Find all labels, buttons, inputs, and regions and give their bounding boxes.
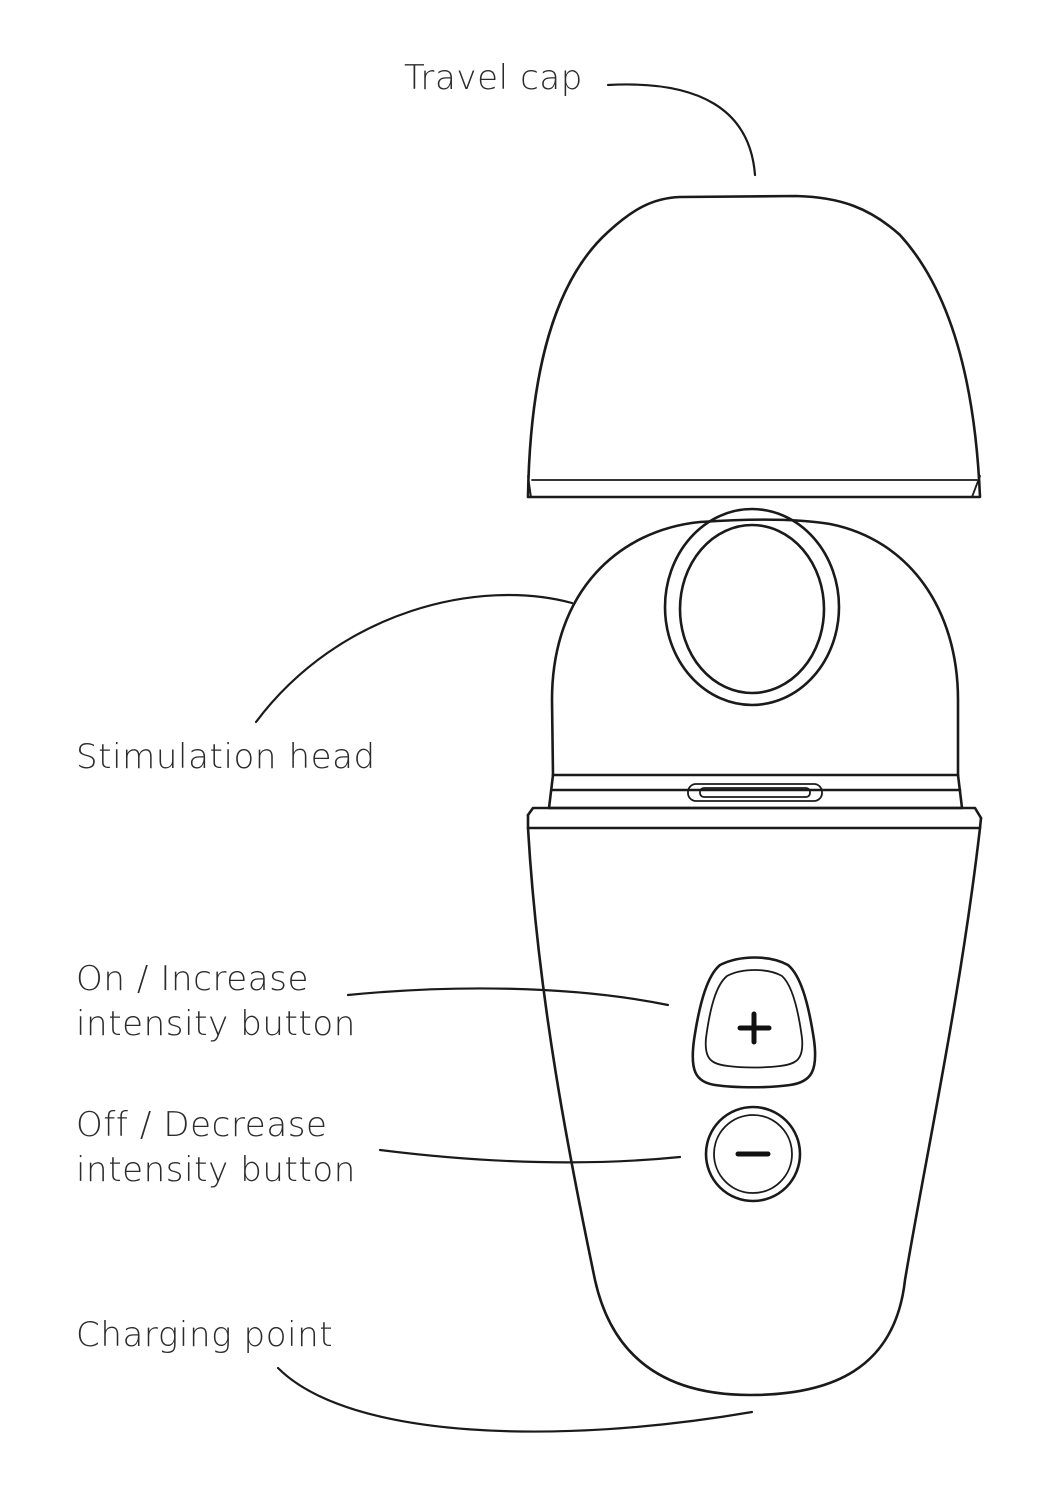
leader-decrease-button [378,1148,682,1164]
label-decrease-button: Off / Decrease intensity button [76,1103,356,1193]
label-charging-point-text: Charging point [76,1315,334,1355]
label-increase-line-1: On / Increase [76,959,310,999]
label-increase-button: On / Increase intensity button [76,957,356,1047]
plus-icon [737,1011,772,1045]
label-increase-line-2: intensity button [76,1004,356,1044]
label-travel-cap: Travel cap [404,56,583,101]
leader-travel-cap [606,83,757,177]
label-stimulation-head: Stimulation head [76,735,376,780]
label-decrease-line-1: Off / Decrease [76,1105,328,1145]
stimulation-head [547,507,964,810]
travel-cap [526,194,982,499]
handle-body [526,806,983,1397]
label-travel-cap-text: Travel cap [404,58,583,98]
leader-stimulation-head [254,593,574,724]
leader-increase-button [346,987,670,1007]
increase-button [691,956,817,1089]
leader-charging-point [276,1366,754,1433]
decrease-button [704,1105,802,1203]
label-charging-point: Charging point [76,1313,333,1358]
label-decrease-line-2: intensity button [76,1150,356,1190]
label-stimulation-head-text: Stimulation head [76,737,376,777]
